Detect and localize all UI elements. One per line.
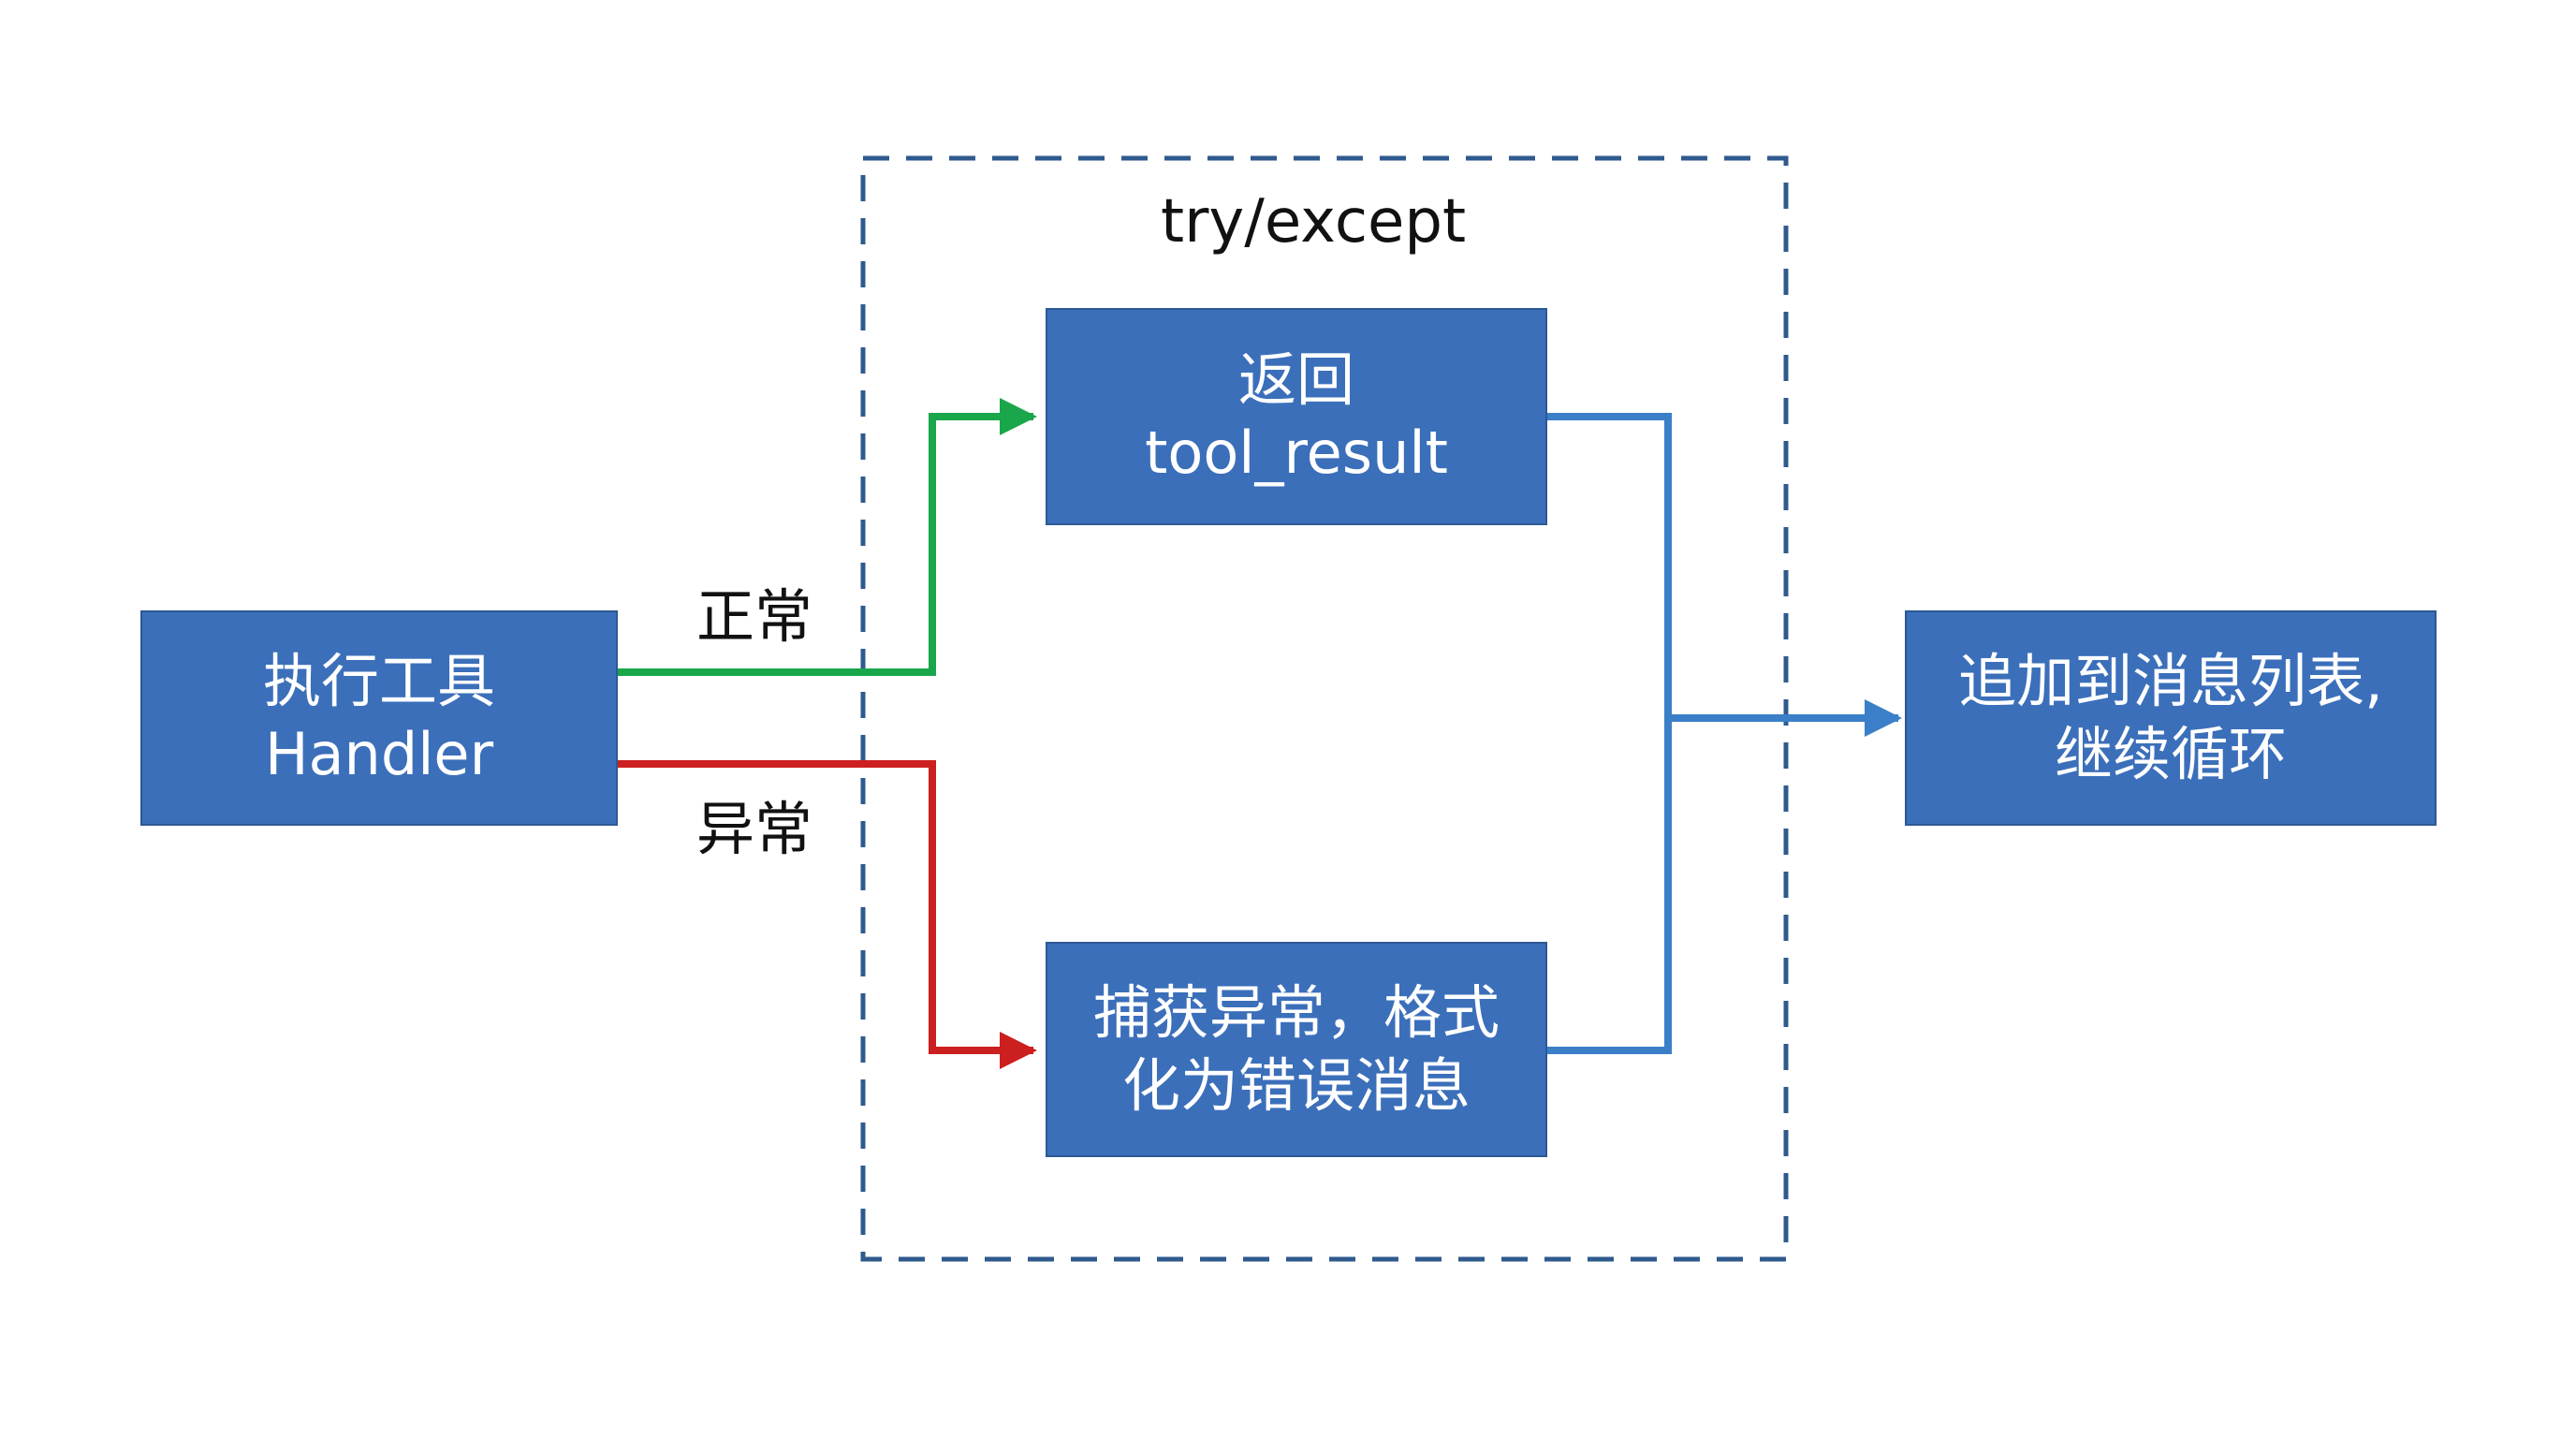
node-catch-exception-line2: 化为错误消息 <box>1121 1051 1471 1120</box>
node-execute-handler-line2: Handler <box>264 720 494 788</box>
node-execute-handler-line1: 执行工具 <box>262 646 495 715</box>
node-return-result: 返回 tool_result <box>1046 308 1547 525</box>
try-except-frame <box>860 155 1789 1262</box>
node-return-result-line1: 返回 <box>1237 345 1354 414</box>
node-return-result-line2: tool_result <box>1145 418 1448 487</box>
edge-label-normal: 正常 <box>696 582 813 651</box>
edge-exception <box>618 760 1037 1069</box>
node-append-messages-line1: 追加到消息列表, <box>1958 646 2383 715</box>
node-catch-exception-line1: 捕获异常，格式 <box>1092 977 1500 1047</box>
node-append-messages-line2: 继续循环 <box>2054 720 2287 788</box>
frame-title: try/except <box>1161 187 1467 257</box>
edge-label-exception: 异常 <box>696 795 813 863</box>
node-catch-exception: 捕获异常，格式 化为错误消息 <box>1046 942 1547 1157</box>
edge-result-merge <box>1546 413 1672 718</box>
edge-normal <box>618 398 1037 676</box>
node-execute-handler: 执行工具 Handler <box>140 610 618 826</box>
node-append-messages: 追加到消息列表, 继续循环 <box>1905 610 2437 826</box>
edge-error-merge <box>1546 718 1672 1054</box>
